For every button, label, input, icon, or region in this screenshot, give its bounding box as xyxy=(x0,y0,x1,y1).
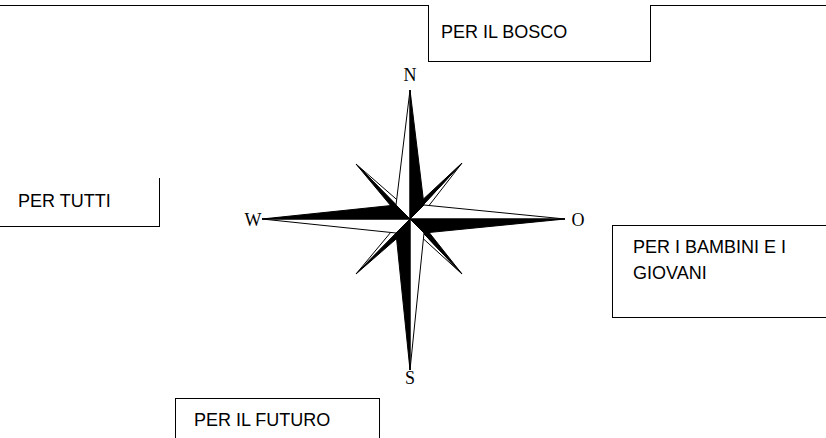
text-box: PER I BAMBINI E I GIOVANI xyxy=(612,225,826,318)
box-label: PER TUTTI xyxy=(18,188,147,214)
compass-letter: W xyxy=(245,211,262,229)
compass-letter: O xyxy=(572,211,585,229)
compass-star xyxy=(262,90,565,370)
box-label: PER IL FUTURO xyxy=(194,407,367,433)
top-rule xyxy=(0,5,826,6)
compass-letter: N xyxy=(404,66,417,84)
compass-letter: S xyxy=(405,369,415,387)
box-label: PER I BAMBINI E I GIOVANI xyxy=(633,234,823,286)
text-box: PER TUTTI xyxy=(0,178,160,227)
box-label: PER IL BOSCO xyxy=(441,19,638,45)
text-box: PER IL BOSCO xyxy=(428,5,651,62)
text-box: PER IL FUTURO xyxy=(175,398,380,438)
